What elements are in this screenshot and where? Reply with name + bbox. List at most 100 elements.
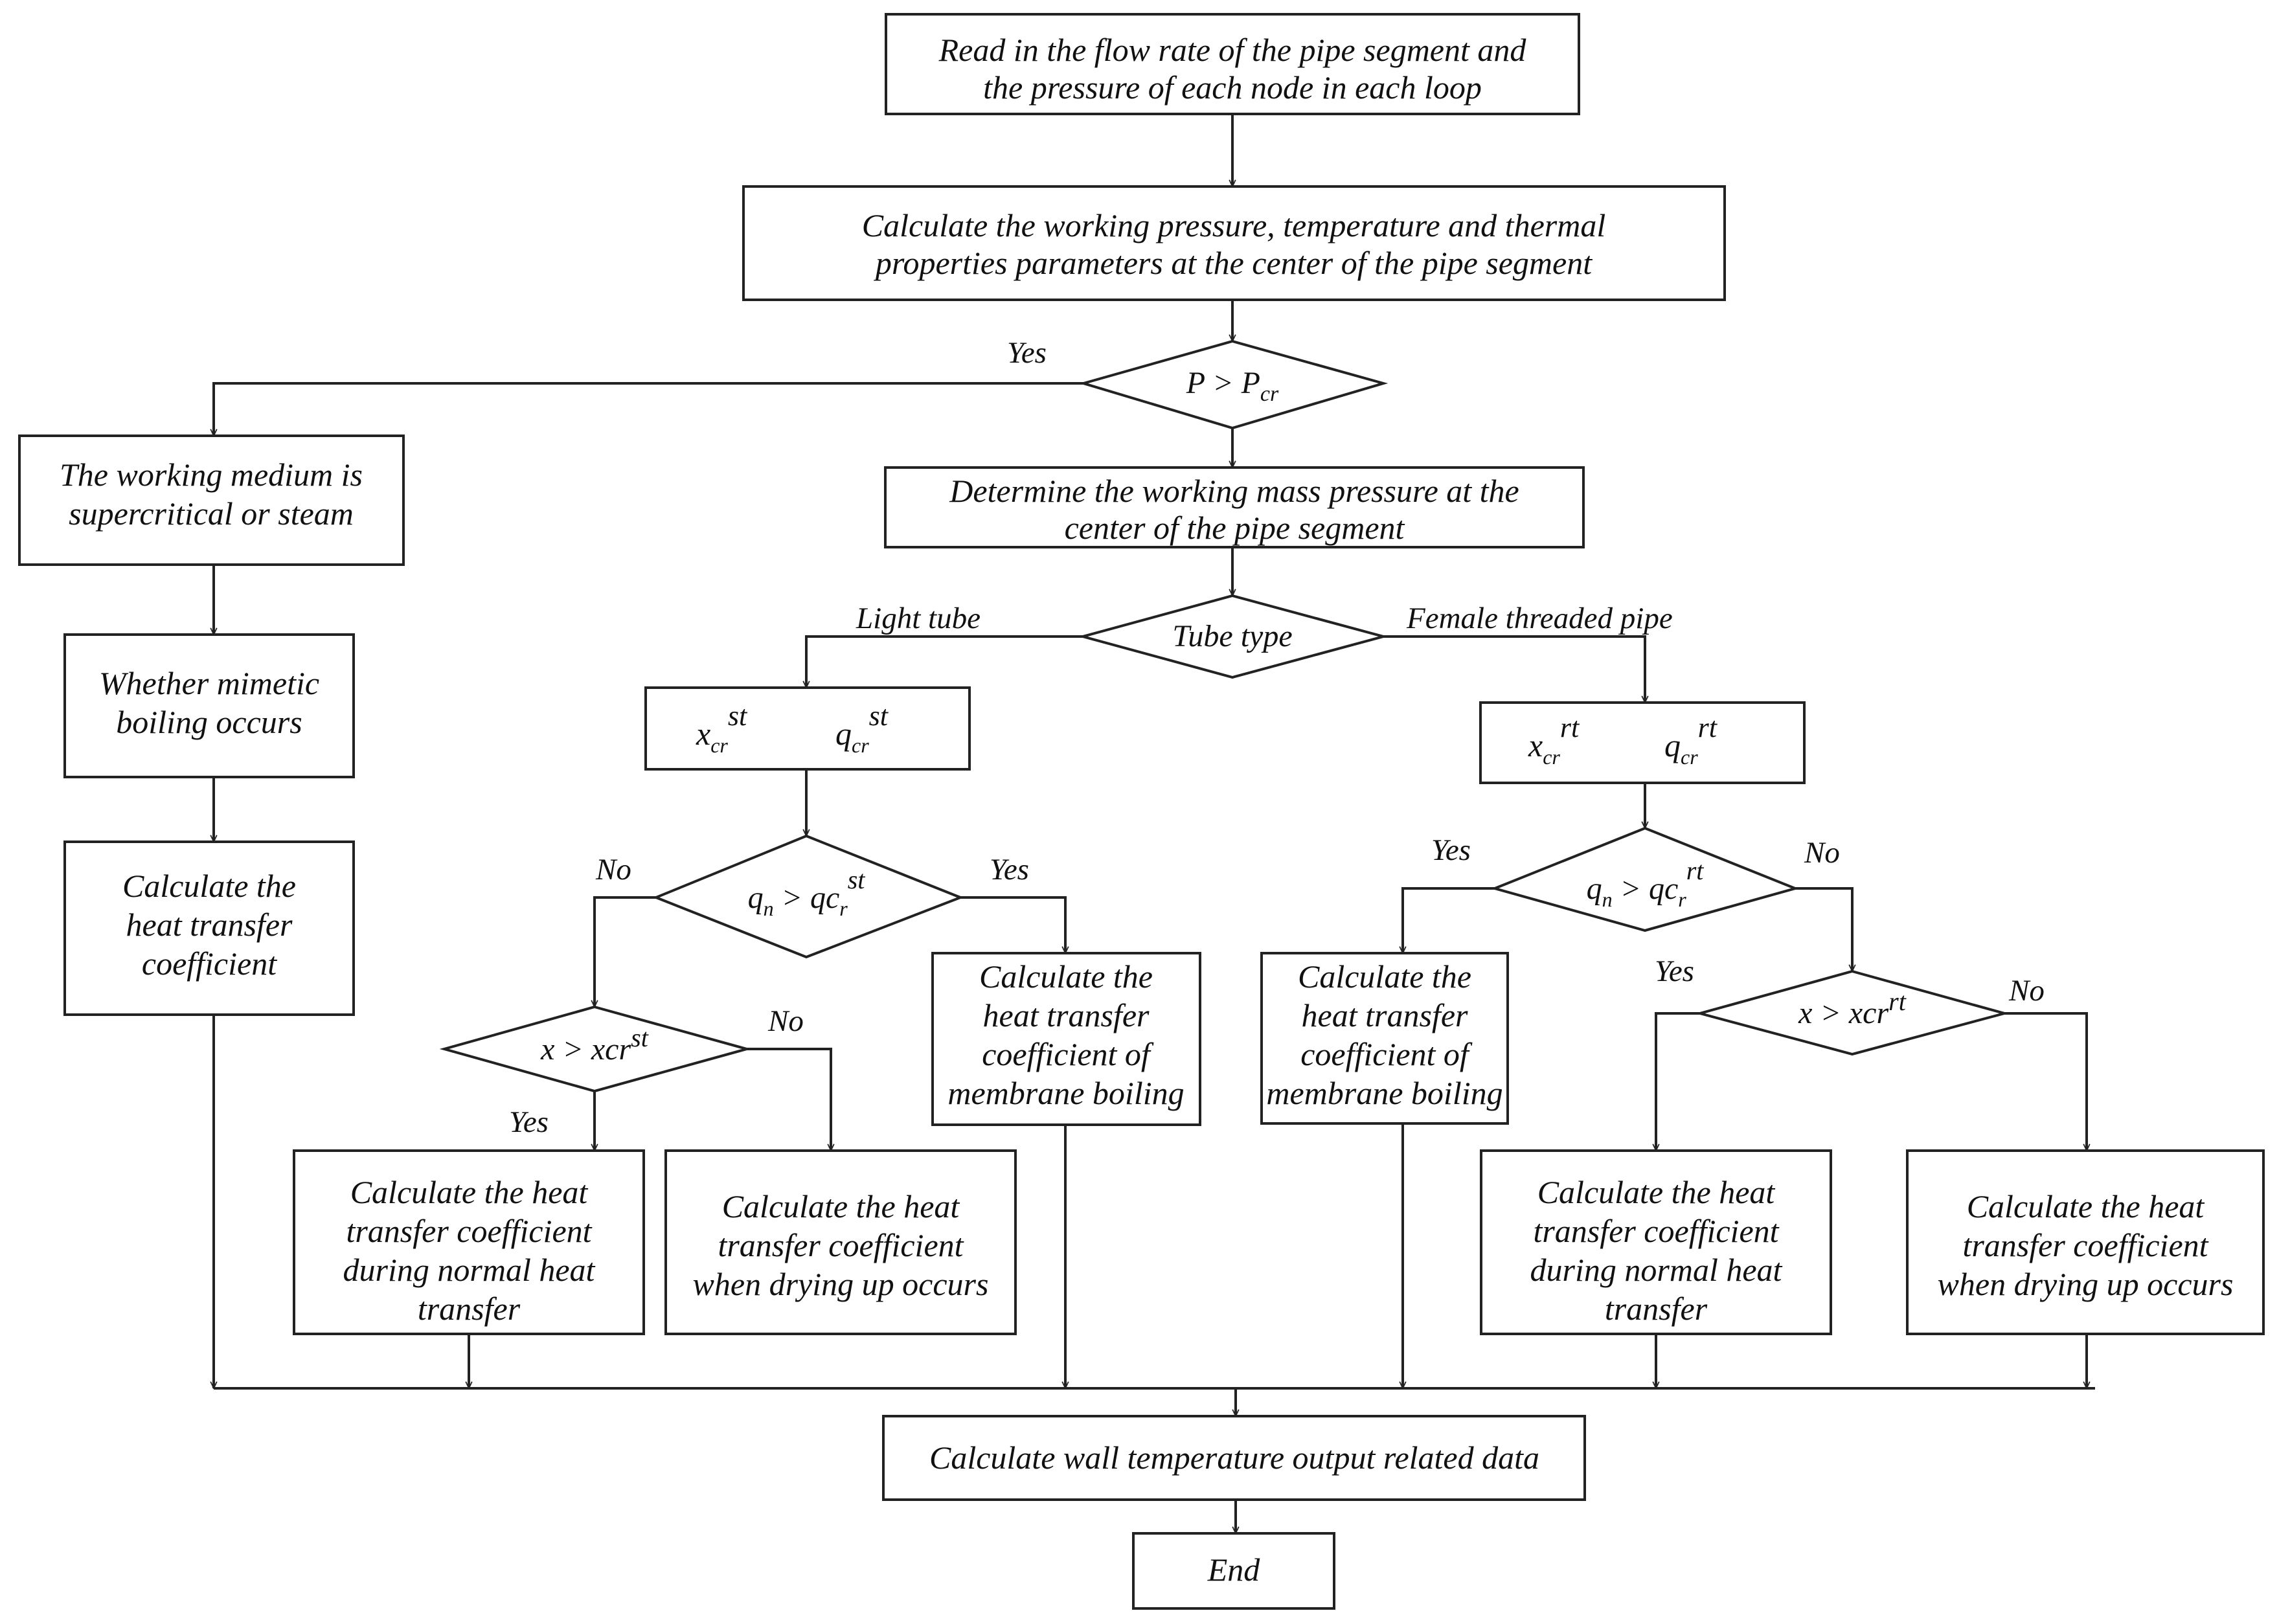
decision-qn-threaded-q-sub: n (1602, 888, 1613, 911)
decision-qn-light-sup: st (848, 865, 866, 894)
crit-light-q-sup: st (869, 700, 889, 732)
crit-light-x: x (696, 716, 710, 752)
edge-tube-threaded (1383, 635, 1645, 703)
decision-x-light: x > xcrst (439, 1005, 752, 1093)
membrane-light-line-2: heat transfer (983, 997, 1150, 1033)
edge-qn-threaded-no (1795, 887, 1852, 971)
dry-threaded-line-1: Calculate the heat (1967, 1188, 2205, 1224)
edge-qn-threaded-yes (1403, 887, 1495, 953)
membrane-threaded-line-1: Calculate the (1298, 958, 1471, 995)
edge-x-threaded-no (2004, 1012, 2087, 1151)
decision-qn-threaded-text: qn > qcrrt (1587, 856, 1705, 911)
decision-qn-light-q-sub: n (764, 897, 774, 920)
decision-pressure-sub: cr (1260, 382, 1279, 406)
calc-center-line-1: Calculate the working pressure, temperat… (862, 207, 1605, 243)
node-normal-light: Calculate the heat transfer coefficient … (293, 1149, 645, 1335)
node-dry-light: Calculate the heat transfer coefficient … (664, 1149, 1017, 1335)
decision-qn-threaded-mid-sub: r (1678, 888, 1686, 911)
crit-light-x-sub: cr (710, 734, 728, 757)
decision-tube-text: Tube type (1172, 619, 1292, 653)
node-dry-threaded: Calculate the heat transfer coefficient … (1906, 1149, 2265, 1335)
decision-pressure-text: P > Pcr (1186, 366, 1279, 406)
normal-threaded-line-3: during normal heat (1530, 1252, 1783, 1288)
decision-x-threaded-main: x > xcr (1798, 996, 1888, 1030)
crit-threaded-x: x (1528, 727, 1543, 763)
node-membrane-threaded: Calculate the heat transfer coefficient … (1260, 952, 1509, 1125)
end-text: End (1207, 1551, 1261, 1588)
decision-qn-light-text: qn > qcrst (748, 865, 866, 920)
mimetic-line-2: boiling occurs (116, 704, 302, 740)
edge-x-threaded-yes (1656, 1012, 1700, 1151)
edge-labels: Yes Light tube Female threaded pipe No Y… (509, 336, 2045, 1139)
determine-mass-line-1: Determine the working mass pressure at t… (949, 473, 1519, 509)
normal-light-line-4: transfer (418, 1291, 521, 1327)
label-x-threaded-yes: Yes (1655, 954, 1694, 988)
dry-light-line-1: Calculate the heat (722, 1188, 960, 1224)
label-x-light-no: No (767, 1004, 804, 1038)
dry-threaded-line-2: transfer coefficient (1962, 1227, 2208, 1263)
decision-x-threaded: x > xcrrt (1695, 969, 2010, 1056)
decision-qn-light-mid-sub: r (839, 897, 848, 920)
calc-htc-left-line-2: heat transfer (126, 907, 293, 943)
start-line-1: Read in the flow rate of the pipe segmen… (938, 32, 1527, 68)
calc-htc-left-line-3: coefficient (142, 945, 277, 982)
node-wall-temp: Calculate wall temperature output relate… (882, 1415, 1586, 1501)
node-mimetic: Whether mimetic boiling occurs (63, 633, 355, 778)
membrane-threaded-line-3: coefficient of (1300, 1036, 1473, 1072)
edge-x-light-no (747, 1048, 831, 1151)
label-threaded-pipe: Female threaded pipe (1406, 602, 1673, 635)
decision-qn-threaded-q: q (1587, 872, 1602, 906)
crit-light-q: q (835, 716, 852, 752)
crit-light-q-sub: cr (852, 734, 869, 757)
edge-qn-light-no (595, 896, 656, 1007)
label-qn-threaded-no: No (1804, 836, 1840, 870)
dry-threaded-line-3: when drying up occurs (1938, 1266, 2234, 1302)
crit-threaded-q: q (1664, 727, 1681, 763)
membrane-threaded-line-2: heat transfer (1302, 997, 1468, 1033)
medium-line-1: The working medium is (60, 457, 363, 493)
decision-qn-threaded: qn > qcrrt (1490, 826, 1800, 932)
wall-temp-line-1: Calculate wall temperature output relate… (929, 1439, 1539, 1476)
membrane-light-line-3: coefficient of (982, 1036, 1154, 1072)
membrane-light-line-1: Calculate the (979, 958, 1153, 995)
node-calc-htc-left: Calculate the heat transfer coefficient (63, 840, 355, 1016)
crit-threaded-x-sup: rt (1560, 712, 1580, 743)
edge-tube-light (806, 635, 1083, 688)
membrane-light-line-4: membrane boiling (947, 1075, 1184, 1111)
edge-pressure-yes (214, 382, 1083, 436)
node-normal-threaded: Calculate the heat transfer coefficient … (1480, 1149, 1832, 1335)
node-calc-center: Calculate the working pressure, temperat… (742, 185, 1726, 301)
normal-threaded-line-4: transfer (1605, 1291, 1708, 1327)
decision-qn-threaded-sup: rt (1686, 856, 1705, 885)
decision-qn-light: qn > qcrst (652, 834, 964, 959)
crit-light-x-sup: st (728, 700, 748, 732)
crit-threaded-x-sub: cr (1543, 745, 1560, 769)
determine-mass-line-2: center of the pipe segment (1065, 510, 1405, 546)
normal-light-line-1: Calculate the heat (350, 1174, 589, 1210)
decision-x-threaded-text: x > xcrrt (1798, 987, 1907, 1030)
crit-threaded-q-sub: cr (1681, 745, 1698, 769)
decision-x-threaded-sup: rt (1888, 987, 1907, 1016)
membrane-threaded-line-4: membrane boiling (1266, 1075, 1502, 1111)
label-x-light-yes: Yes (509, 1105, 549, 1139)
calc-center-line-2: properties parameters at the center of t… (874, 245, 1593, 281)
normal-light-line-3: during normal heat (343, 1252, 596, 1288)
decision-qn-light-q: q (748, 881, 764, 915)
node-start: Read in the flow rate of the pipe segmen… (885, 13, 1580, 115)
normal-light-line-2: transfer coefficient (346, 1213, 592, 1249)
decision-x-light-sup: st (631, 1023, 649, 1052)
normal-threaded-line-2: transfer coefficient (1533, 1213, 1779, 1249)
start-line-2: the pressure of each node in each loop (983, 69, 1482, 106)
node-membrane-light: Calculate the heat transfer coefficient … (931, 952, 1201, 1126)
dry-light-line-2: transfer coefficient (718, 1227, 964, 1263)
decision-pressure: P > Pcr (1078, 339, 1389, 430)
calc-htc-left-line-1: Calculate the (122, 868, 296, 904)
decision-pressure-main: P > P (1186, 366, 1260, 400)
connectors (214, 114, 2095, 1533)
edge-qn-light-yes (960, 896, 1065, 953)
medium-line-2: supercritical or steam (69, 495, 354, 532)
